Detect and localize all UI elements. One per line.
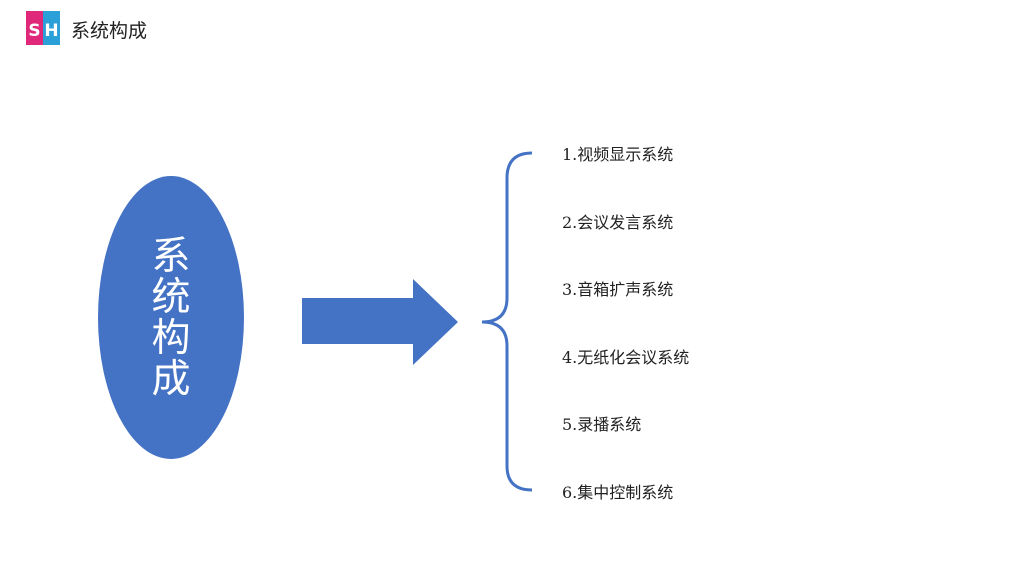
ellipse-label: 系统构成	[151, 233, 191, 402]
ellipse-label-wrap: 系统构成	[98, 176, 244, 459]
list-item: 1.视频显示系统	[562, 145, 674, 164]
list-item: 3.音箱扩声系统	[562, 280, 674, 299]
list-item: 6.集中控制系统	[562, 483, 674, 502]
list-item: 4.无纸化会议系统	[562, 348, 690, 367]
svg-text:S: S	[28, 21, 40, 41]
right-arrow-icon	[302, 279, 458, 365]
curly-brace-icon	[481, 151, 533, 492]
list-item: 5.录播系统	[562, 415, 642, 434]
page-title: 系统构成	[71, 20, 148, 42]
svg-text:H: H	[44, 21, 58, 41]
sh-logo: S H	[26, 11, 60, 45]
system-ellipse	[98, 176, 244, 459]
list-item: 2.会议发言系统	[562, 213, 674, 232]
